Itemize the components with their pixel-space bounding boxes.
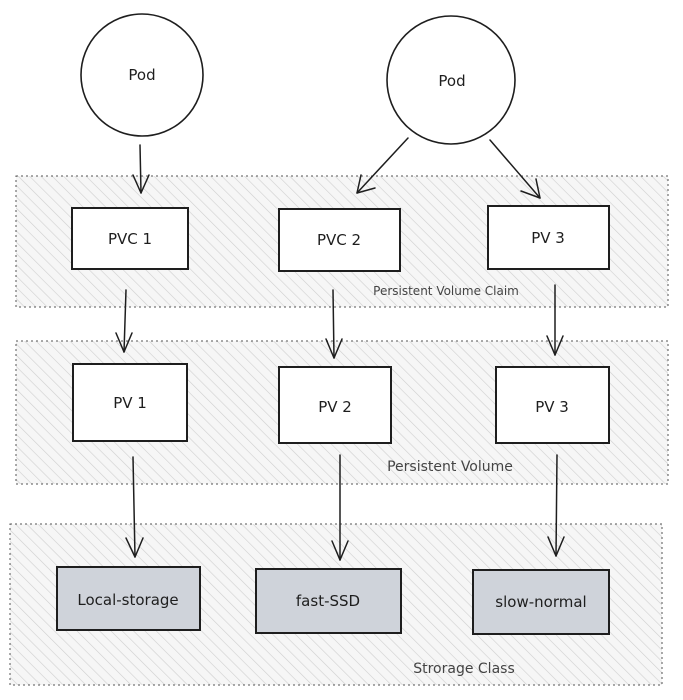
pvc-1-node[interactable]: PVC 1 [71,207,189,270]
arrow-pv1-to-local-storage [125,456,144,558]
arrow-pvc2-to-pv2 [325,289,343,359]
pod-2-label: Pod [438,72,465,90]
storage-class-local[interactable]: Local-storage [56,566,201,631]
pv-3-claim-node[interactable]: PV 3 [487,205,610,270]
pv-1-label: PV 1 [113,394,147,412]
pod-1[interactable]: Pod [80,13,204,137]
arrow-pv3claim-to-pv3 [546,284,564,356]
arrow-pod1-to-pvc1 [132,144,150,194]
pvc-2-node[interactable]: PVC 2 [278,208,401,272]
pv-3-claim-box [487,205,610,270]
pvc-2-box [278,208,401,272]
pv-3-node[interactable]: PV 3 [495,366,610,444]
pv-2-box [278,366,392,444]
pvc-1-label: PVC 1 [108,230,152,248]
pv-2-node[interactable]: PV 2 [278,366,392,444]
pod-2-circle [386,15,516,145]
zone-sc-label: Strorage Class [413,661,515,677]
pod-1-label: Pod [128,66,155,84]
pvc-1-box [71,207,189,270]
pv-1-box [72,363,188,442]
pv-3-box [495,366,610,444]
pv-3-label: PV 3 [535,398,569,416]
storage-class-slow-normal-label: slow-normal [495,593,586,611]
zone-pvc-label: Persistent Volume Claim [373,284,519,298]
arrow-pvc1-to-pv1 [115,289,133,353]
storage-class-fast-ssd-box [255,568,402,634]
zone-pv-label: Persistent Volume [387,459,513,475]
pv-2-label: PV 2 [318,398,352,416]
pvc-2-label: PVC 2 [317,231,361,249]
storage-class-slow-normal-box [472,569,610,635]
arrow-pod2-to-pvc2 [356,137,409,194]
storage-class-local-label: Local-storage [77,591,178,609]
arrow-pv3-to-slow-normal [547,454,565,557]
arrows [115,137,565,561]
storage-class-fast-ssd-label: fast-SSD [296,592,360,610]
storage-class-slow-normal[interactable]: slow-normal [472,569,610,635]
storage-class-fast-ssd[interactable]: fast-SSD [255,568,402,634]
pod-1-circle [80,13,204,137]
pod-2[interactable]: Pod [386,15,516,145]
arrow-pod2-to-pv3-claim [489,139,541,199]
pv-3-claim-label: PV 3 [531,229,565,247]
storage-class-local-box [56,566,201,631]
pv-1-node[interactable]: PV 1 [72,363,188,442]
arrow-pv2-to-fast-ssd [331,454,349,561]
